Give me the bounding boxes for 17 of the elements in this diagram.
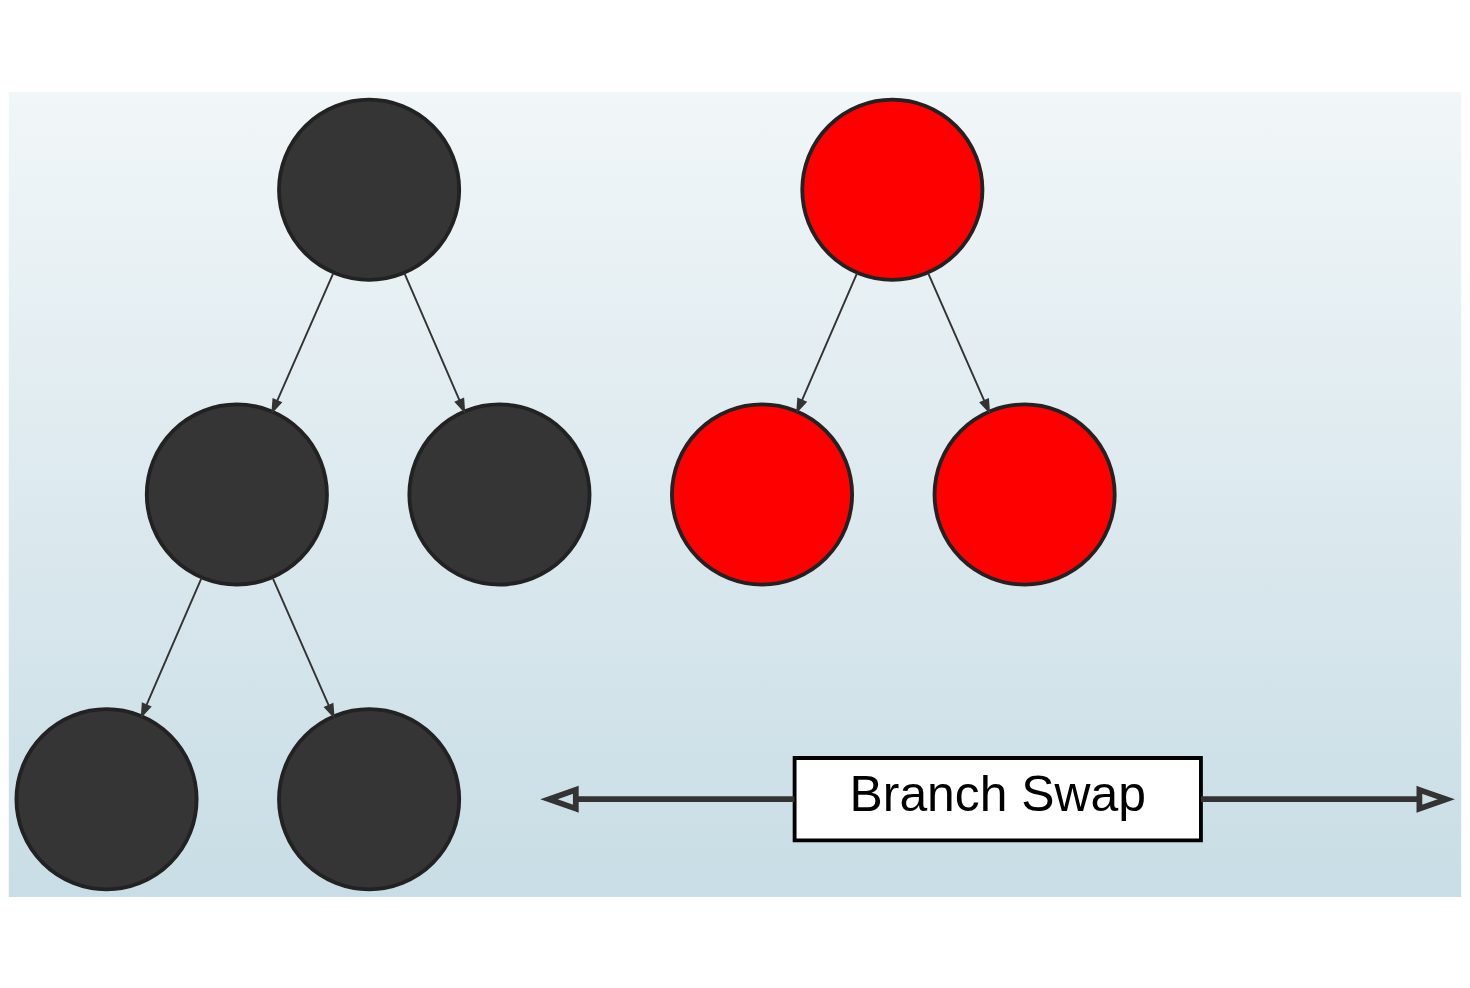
arrow xyxy=(1201,785,1455,813)
arrow xyxy=(796,271,859,414)
arrow xyxy=(271,271,335,414)
arrow xyxy=(403,271,466,414)
arrow xyxy=(140,576,203,718)
node-circle xyxy=(277,97,462,282)
arrow xyxy=(927,271,991,414)
arrow xyxy=(271,576,335,719)
node-circle xyxy=(932,402,1117,586)
node-circle xyxy=(144,402,329,586)
arrow xyxy=(540,785,795,813)
node-circle xyxy=(14,706,199,891)
node-circle xyxy=(670,402,855,586)
node-circle xyxy=(277,706,462,891)
node-box: Branch Swap xyxy=(792,755,1203,842)
node-circle xyxy=(800,97,985,282)
node-circle xyxy=(407,402,592,586)
